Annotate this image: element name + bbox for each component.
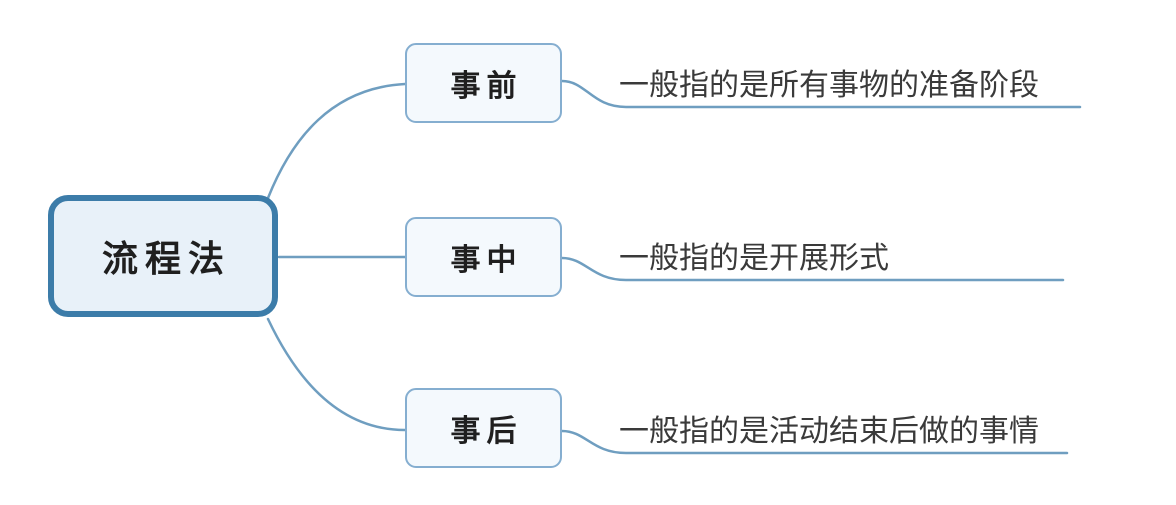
root-node[interactable]: 流程法 xyxy=(48,195,278,317)
branch-node-before-label: 事前 xyxy=(450,70,523,103)
note-before[interactable]: 一般指的是所有事物的准备阶段 xyxy=(619,69,1039,102)
connector-root-to-bottom xyxy=(266,317,407,432)
branch-node-during-label: 事中 xyxy=(450,244,523,277)
branch-node-after[interactable]: 事后 xyxy=(405,388,562,468)
note-after[interactable]: 一般指的是活动结束后做的事情 xyxy=(619,415,1039,448)
branch-node-after-label: 事后 xyxy=(450,415,523,448)
note-during[interactable]: 一般指的是开展形式 xyxy=(619,242,889,275)
branch-node-during[interactable]: 事中 xyxy=(405,217,562,297)
branch-node-before[interactable]: 事前 xyxy=(405,43,562,123)
connector-root-to-top xyxy=(266,82,407,200)
root-node-label: 流程法 xyxy=(101,238,231,279)
